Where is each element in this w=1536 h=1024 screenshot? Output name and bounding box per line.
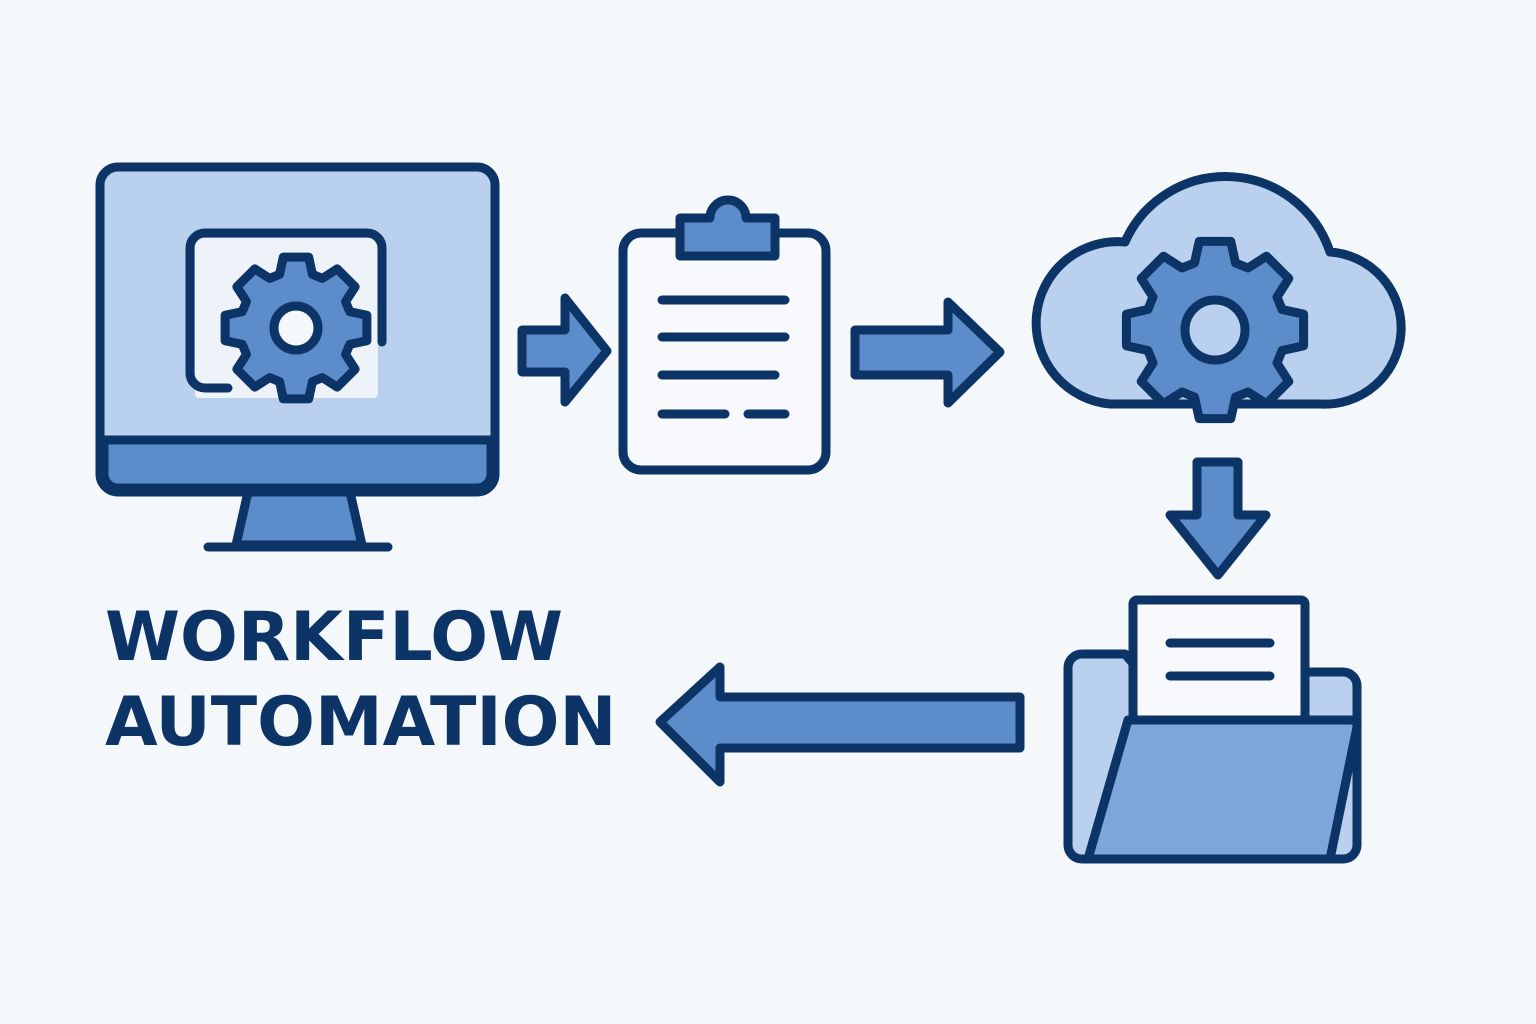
arrow-right-icon (850, 297, 1005, 408)
title-line-2: AUTOMATION (105, 683, 616, 762)
title-line-1: WORKFLOW (105, 598, 563, 677)
clipboard-icon (618, 195, 831, 475)
arrow-right-icon (517, 293, 612, 407)
cloud-gear-icon (1031, 172, 1406, 424)
arrow-left-icon (655, 662, 1025, 787)
arrow-down-icon (1165, 457, 1271, 580)
monitor-gear-icon (95, 162, 500, 552)
folder-document-icon (1063, 595, 1362, 864)
